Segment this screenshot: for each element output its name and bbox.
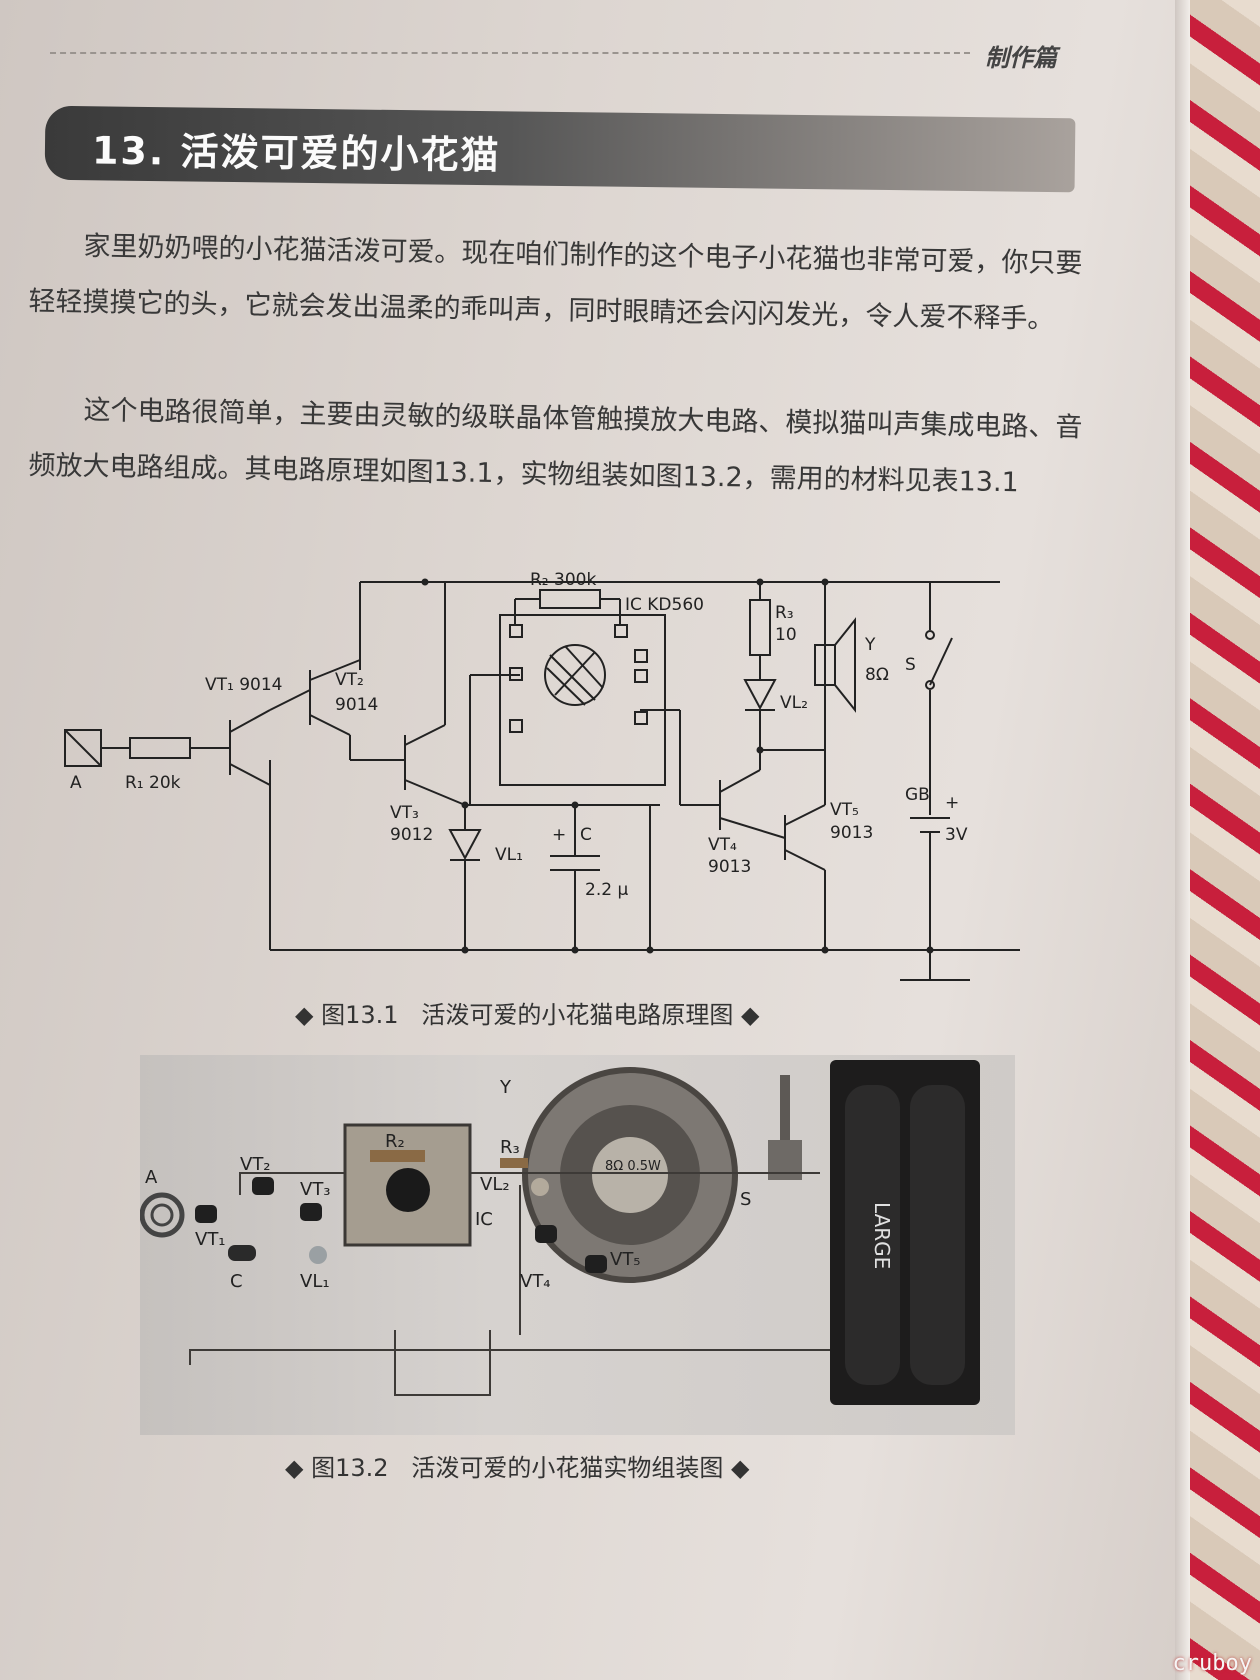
label-vt4: VT₄ bbox=[708, 835, 737, 855]
label-gb-value: 3V bbox=[945, 825, 968, 845]
label-y: Y bbox=[864, 635, 876, 655]
label-vl2: VL₂ bbox=[780, 693, 808, 713]
caption-number: 图13.2 bbox=[311, 1454, 389, 1482]
paragraph-intro: 家里奶奶喂的小花猫活泼可爱。现在咱们制作的这个电子小花猫也非常可爱，你只要轻轻摸… bbox=[28, 230, 1083, 335]
photo-label-r2: R₂ bbox=[385, 1131, 405, 1152]
photo-label-vt5: VT₅ bbox=[610, 1249, 641, 1270]
speaker-marking: 8Ω 0.5W bbox=[605, 1159, 661, 1174]
label-r3-value: 10 bbox=[775, 625, 797, 645]
schematic-diagram: A R₁ 20k VT₁ 9014 VT₂ 9014 VT₃ 9012 R₂ 3… bbox=[64, 570, 1020, 981]
photo-label-vt1: VT₁ bbox=[195, 1229, 226, 1250]
label-c-value: 2.2 μ bbox=[585, 880, 628, 900]
photo-label-vl2: VL₂ bbox=[480, 1174, 510, 1195]
label-a: A bbox=[70, 773, 82, 793]
page-edge bbox=[1175, 0, 1190, 1680]
running-head: 制作篇 bbox=[985, 44, 1057, 72]
label-vt5: VT₅ bbox=[830, 800, 859, 820]
photo-label-s: S bbox=[740, 1189, 751, 1210]
photo-label-vl1: VL₁ bbox=[300, 1271, 330, 1292]
section-title: 13. 活泼可爱的小花猫 bbox=[91, 128, 501, 178]
photo-label-ic: IC bbox=[475, 1209, 493, 1230]
label-vt1: VT₁ 9014 bbox=[205, 675, 283, 695]
label-y-value: 8Ω bbox=[865, 665, 889, 685]
label-vt5-part: 9013 bbox=[830, 823, 873, 843]
label-vt3: VT₃ bbox=[390, 803, 419, 823]
caption-figure-13-2: ◆ 图13.2 活泼可爱的小花猫实物组装图 ◆ bbox=[285, 1454, 750, 1482]
photo-label-vt4: VT₄ bbox=[520, 1271, 551, 1292]
caption-text: 活泼可爱的小花猫实物组装图 bbox=[411, 1454, 724, 1482]
paragraph-circuit: 这个电路很简单，主要由灵敏的级联晶体管触摸放大电路、模拟猫叫声集成电路、音频放大… bbox=[28, 394, 1083, 499]
photo-label-vt3: VT₃ bbox=[300, 1179, 331, 1200]
label-s: S bbox=[905, 655, 916, 675]
watermark: cruboy bbox=[1172, 1651, 1252, 1676]
photo-label-gb: GB bbox=[830, 1055, 856, 1058]
label-vt2: VT₂ bbox=[335, 670, 364, 690]
label-r3: R₃ bbox=[775, 603, 794, 623]
battery-brand: LARGE bbox=[870, 1202, 894, 1269]
photo-label-vt2: VT₂ bbox=[240, 1154, 271, 1175]
label-c: C bbox=[580, 825, 592, 845]
background-carpet bbox=[1180, 0, 1260, 1680]
label-r1: R₁ 20k bbox=[125, 773, 181, 793]
label-c-plus: + bbox=[552, 825, 566, 845]
photo-label-r3: R₃ bbox=[500, 1137, 520, 1158]
figure-schematic: A R₁ 20k VT₁ 9014 VT₂ 9014 VT₃ 9012 R₂ 3… bbox=[40, 560, 1080, 1000]
photo-label-y: Y bbox=[499, 1077, 512, 1098]
label-vt3-part: 9012 bbox=[390, 825, 433, 845]
photo-label-a: A bbox=[145, 1167, 158, 1188]
label-ic: IC KD560 bbox=[625, 595, 704, 615]
label-gb-plus: + bbox=[945, 793, 959, 813]
header-rule bbox=[50, 52, 970, 54]
label-vt2-part: 9014 bbox=[335, 695, 378, 715]
figure-assembly-photo: 8Ω 0.5W LARGE Y GB R₂ R₃ A VT₂ VT₃ VT₁ bbox=[139, 1037, 1015, 1435]
label-gb: GB bbox=[905, 785, 930, 805]
label-r2: R₂ 300k bbox=[530, 570, 596, 590]
assembly-photo: 8Ω 0.5W LARGE Y GB R₂ R₃ A VT₂ VT₃ VT₁ bbox=[139, 1037, 980, 1405]
photo-label-c: C bbox=[230, 1271, 243, 1292]
caption-text: 活泼可爱的小花猫电路原理图 bbox=[421, 1001, 734, 1029]
label-vl1: VL₁ bbox=[495, 845, 523, 865]
caption-number: 图13.1 bbox=[321, 1001, 399, 1029]
label-vt4-part: 9013 bbox=[708, 857, 751, 877]
caption-figure-13-1: ◆ 图13.1 活泼可爱的小花猫电路原理图 ◆ bbox=[295, 1001, 760, 1029]
